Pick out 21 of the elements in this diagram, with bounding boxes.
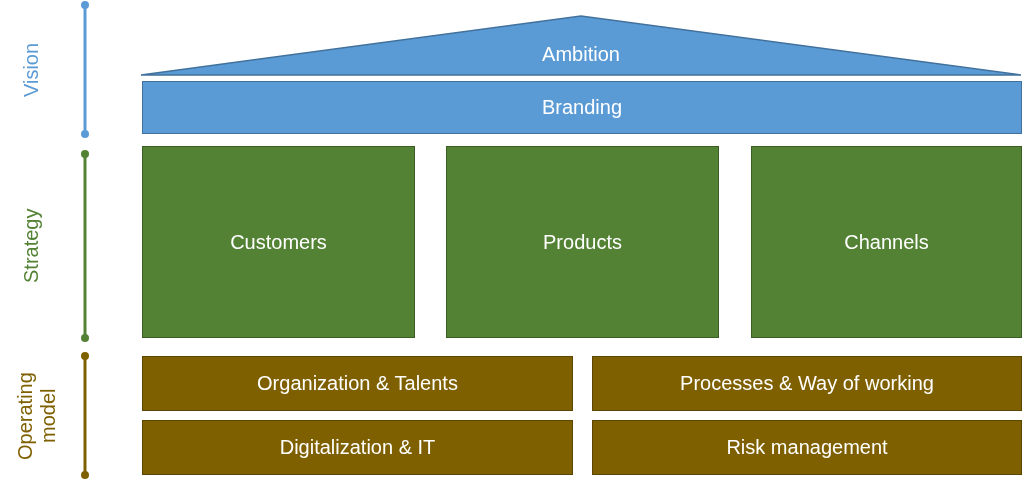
foundation-box [142,420,573,475]
node-label: Customers [230,230,327,254]
node-label: Channels [844,230,929,254]
node-label: Branding [541,96,623,119]
section-label: Vision [20,41,43,99]
pillar-box [446,146,719,338]
pillar-box [142,146,415,338]
foundation-box [592,420,1022,475]
section-label: Operating model [14,370,60,462]
node-label: Ambition [542,43,620,66]
foundation-box [592,356,1022,411]
foundation-box [142,356,573,411]
node-label: Processes & Way of working [680,372,934,395]
node-label: Risk management [726,436,888,459]
node-label: Products [543,230,622,254]
node-label: Organization & Talents [257,372,458,395]
node-label: Digitalization & IT [279,436,436,459]
roof-triangle [140,15,1022,76]
band [142,81,1022,134]
section-label: Strategy [20,207,43,286]
pillar-box [751,146,1022,338]
